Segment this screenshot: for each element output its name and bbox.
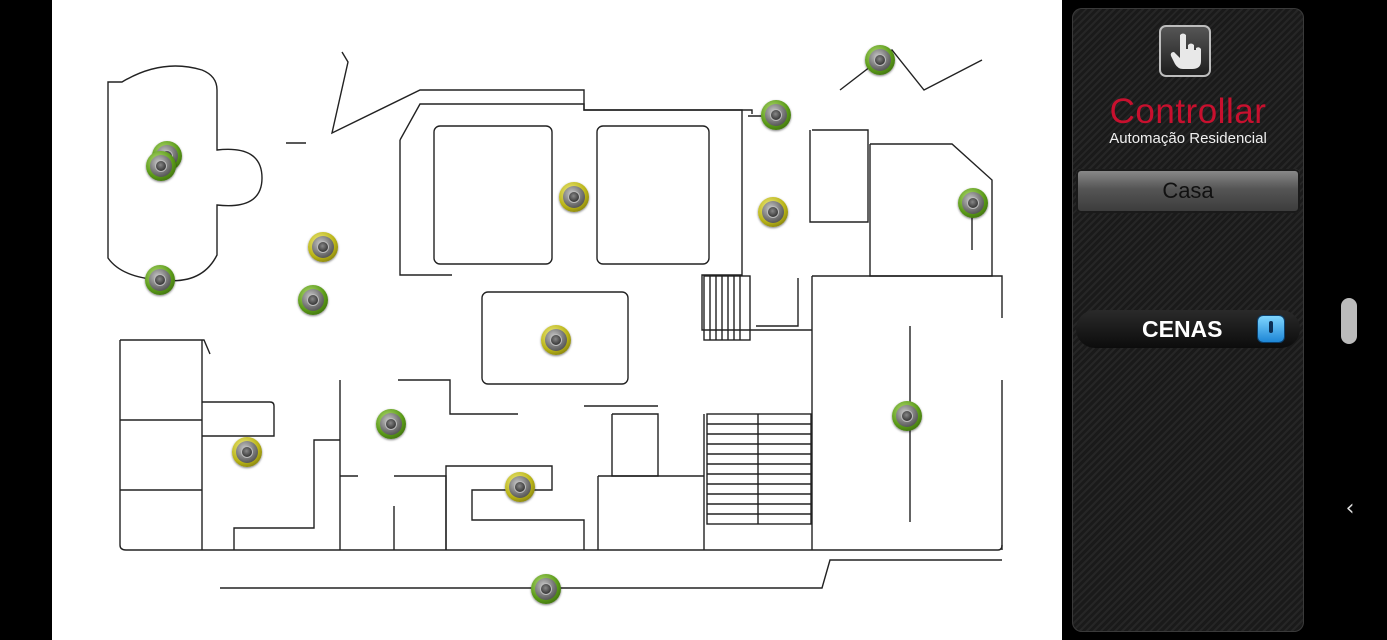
location-button[interactable]: Casa — [1076, 169, 1300, 213]
scenes-button[interactable]: CENAS — [1076, 310, 1300, 348]
scene-toggle-icon[interactable] — [1258, 316, 1284, 342]
floor-plan-walls — [107, 49, 1003, 589]
light-switch-icon[interactable] — [145, 265, 175, 295]
light-switch-icon[interactable] — [865, 45, 895, 75]
brand-tagline: Automação Residencial — [1109, 130, 1267, 147]
light-switch-icon[interactable] — [541, 325, 571, 355]
light-switch-icon[interactable] — [758, 197, 788, 227]
hand-pointer-icon — [1159, 25, 1211, 77]
chevron-left-icon[interactable]: ‹ — [1345, 496, 1355, 521]
light-switch-icon[interactable] — [298, 285, 328, 315]
control-sidebar: Controllar Automação Residencial Casa CE… — [1072, 8, 1304, 632]
light-switch-icon[interactable] — [308, 232, 338, 262]
scrollbar-handle[interactable] — [1341, 298, 1357, 344]
brand-name: Controllar — [1109, 92, 1267, 131]
scenes-label: CENAS — [1142, 316, 1223, 342]
light-switch-icon[interactable] — [761, 100, 791, 130]
light-switch-icon[interactable] — [559, 182, 589, 212]
light-switch-icon[interactable] — [531, 574, 561, 604]
light-switch-icon[interactable] — [376, 409, 406, 439]
floor-plan — [52, 0, 1062, 640]
light-switch-icon[interactable] — [958, 188, 988, 218]
light-switch-icon[interactable] — [146, 151, 176, 181]
light-switch-icon[interactable] — [505, 472, 535, 502]
light-switch-icon[interactable] — [232, 437, 262, 467]
light-switch-icon[interactable] — [892, 401, 922, 431]
